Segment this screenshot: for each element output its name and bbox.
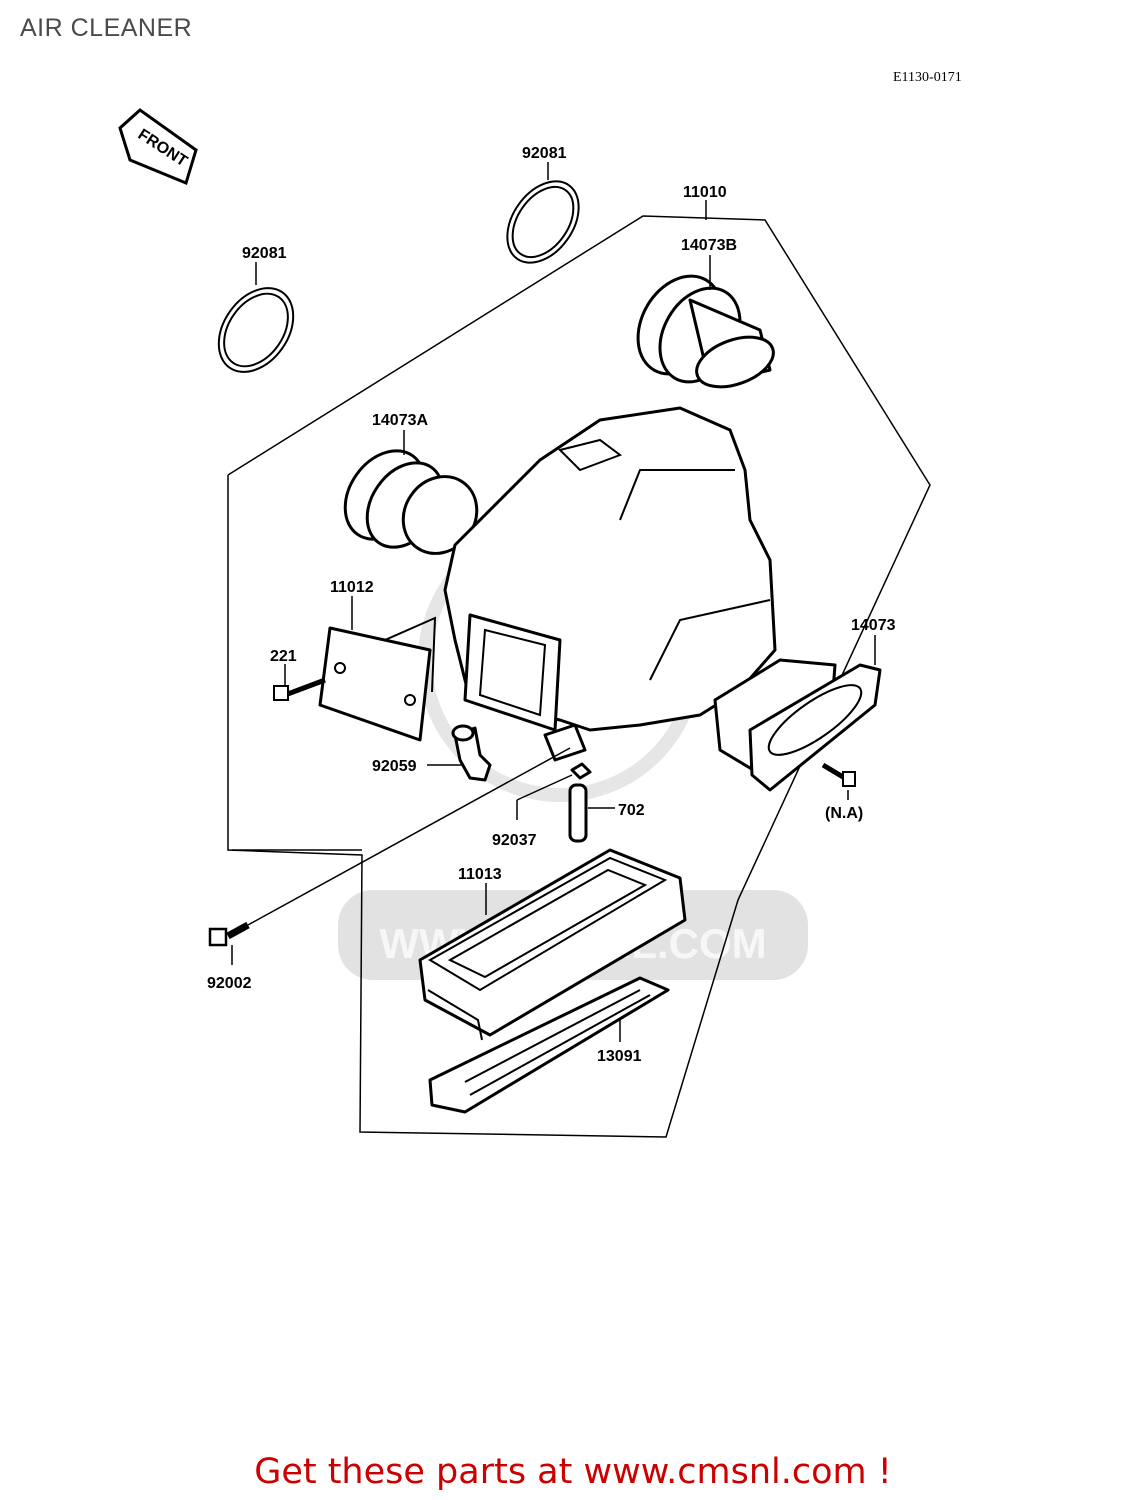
grid-13091 bbox=[428, 976, 670, 1114]
clip-92037 bbox=[570, 762, 592, 780]
o-ring-92081-left-inner bbox=[223, 292, 289, 368]
o-ring-92081-right bbox=[506, 180, 580, 264]
cover-11012 bbox=[318, 616, 437, 742]
page-title: AIR CLEANER bbox=[20, 14, 193, 42]
duct-14073a bbox=[343, 449, 479, 555]
callout-13091: 13091 bbox=[597, 1048, 642, 1065]
diagram-code: E1130-0171 bbox=[893, 70, 962, 85]
callout-na: (N.A) bbox=[825, 805, 863, 822]
duct-14073 bbox=[713, 658, 882, 792]
pipe-702 bbox=[568, 783, 588, 843]
bolt-92002 bbox=[208, 747, 571, 947]
callout-14073b: 14073B bbox=[681, 237, 737, 254]
footer-link-text[interactable]: Get these parts at www.cmsnl.com ! bbox=[254, 1452, 892, 1492]
callout-702: 702 bbox=[618, 802, 645, 819]
o-ring-92081-right-inner bbox=[511, 185, 575, 259]
callout-92037: 92037 bbox=[492, 832, 537, 849]
element-11013 bbox=[418, 848, 687, 1041]
elbow-92059 bbox=[451, 724, 492, 782]
callout-11013: 11013 bbox=[458, 866, 502, 883]
o-ring-92081-left bbox=[217, 287, 295, 373]
assembly-outline-upper bbox=[227, 215, 931, 1138]
parts-diagram: WWW.CMSNL.COM FRONT bbox=[118, 108, 931, 1138]
callout-11012: 11012 bbox=[330, 579, 374, 596]
callout-11010: 11010 bbox=[683, 184, 727, 201]
air-cleaner-housing bbox=[443, 406, 777, 762]
callout-221: 221 bbox=[270, 648, 297, 665]
callout-92081-left: 92081 bbox=[242, 245, 287, 262]
callout-92059: 92059 bbox=[372, 758, 417, 775]
screw-221 bbox=[273, 677, 326, 701]
bolt-na bbox=[821, 762, 856, 787]
callout-92081-right: 92081 bbox=[522, 145, 567, 162]
front-arrow-icon: FRONT bbox=[118, 108, 198, 186]
callout-92002: 92002 bbox=[207, 975, 252, 992]
callout-14073: 14073 bbox=[851, 617, 896, 634]
duct-14073b bbox=[636, 274, 775, 389]
callout-14073a: 14073A bbox=[372, 412, 428, 429]
